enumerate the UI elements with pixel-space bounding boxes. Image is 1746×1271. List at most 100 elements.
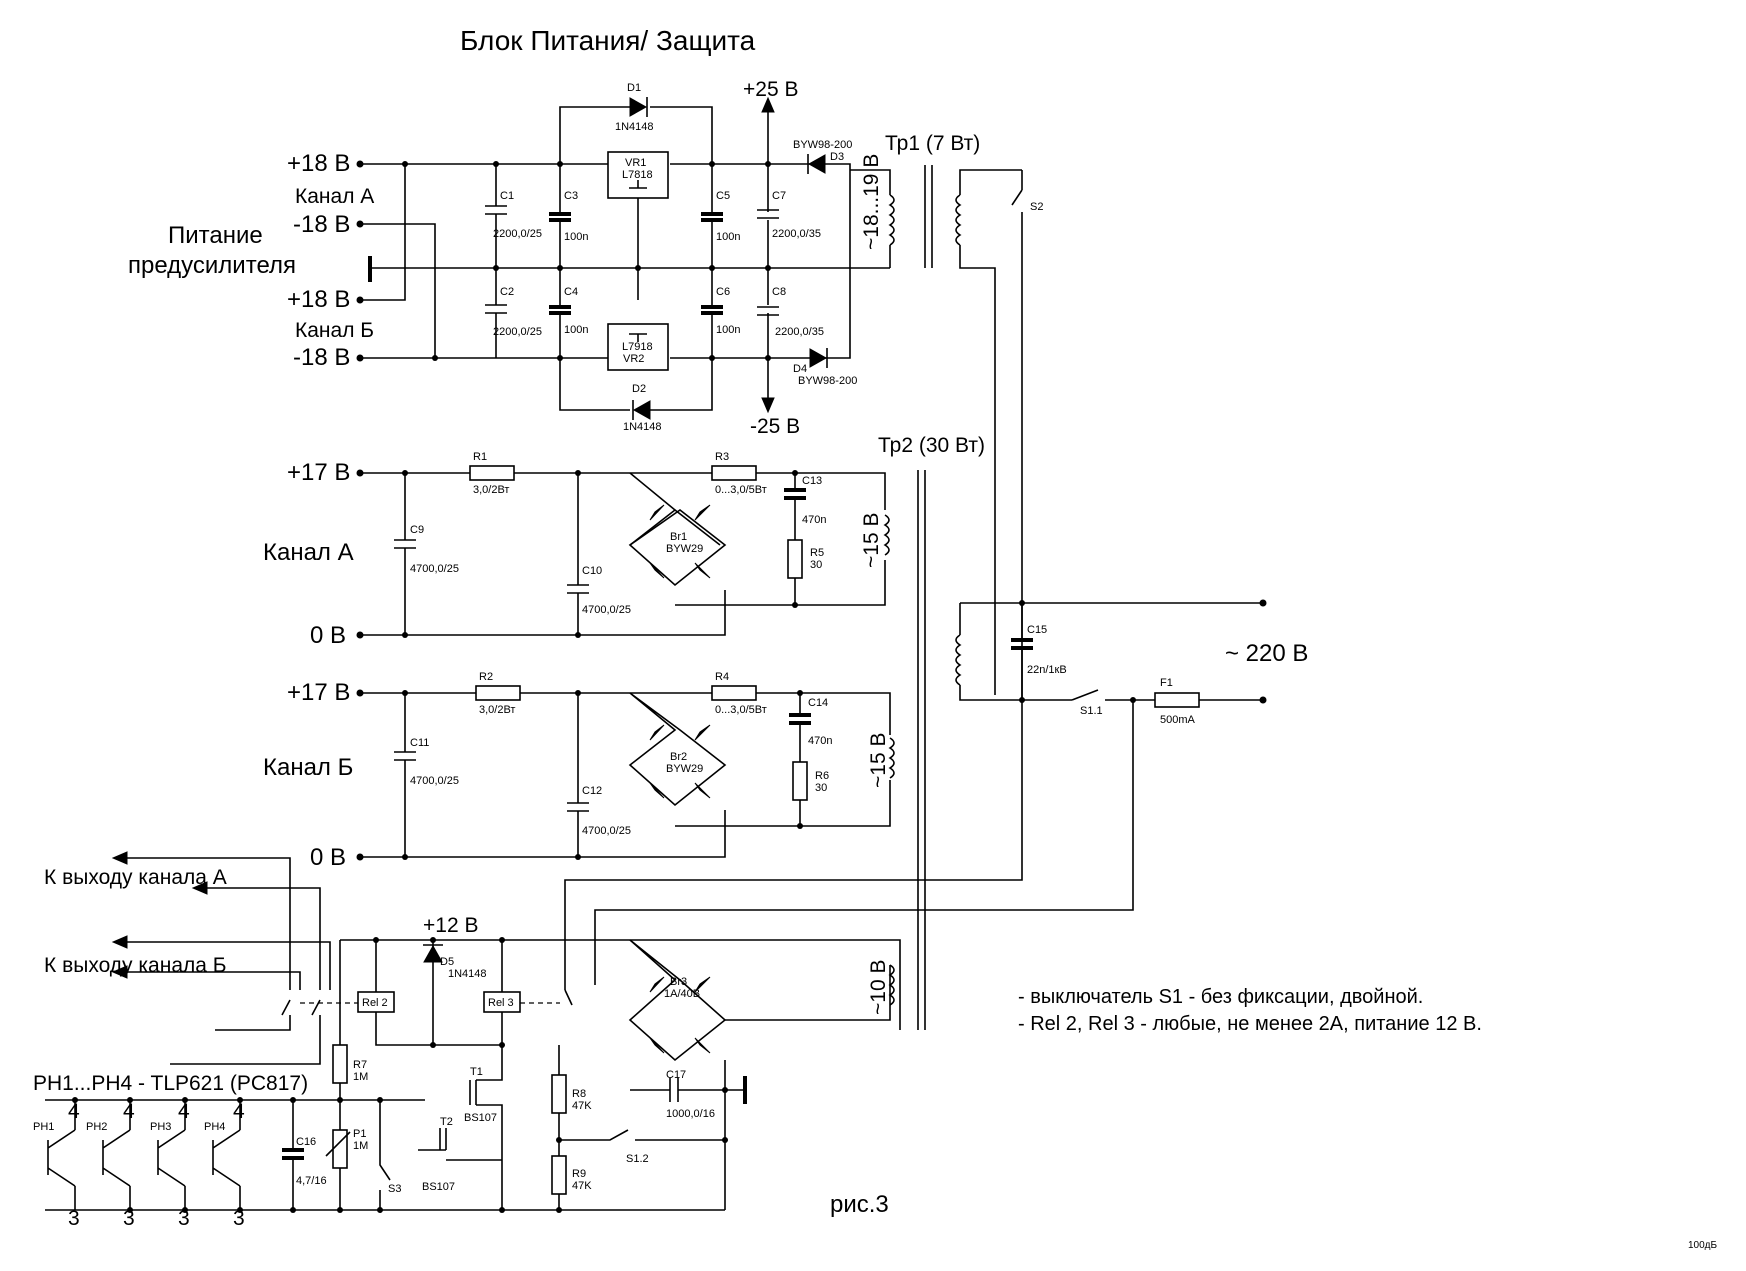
br3-diode-c xyxy=(649,1037,665,1054)
br1-diode-a xyxy=(649,504,665,521)
label-components-r1: R1 xyxy=(473,451,487,463)
label-ch-a-mid: Канал А xyxy=(263,539,354,566)
label-components-c3: C3 xyxy=(564,190,578,202)
label-components-vr1-v: L7818 xyxy=(622,169,653,181)
label-components-c4: C4 xyxy=(564,286,578,298)
c5-capacitor xyxy=(701,212,723,222)
label-components-ph2: PH2 xyxy=(86,1121,107,1133)
wire-r5-out xyxy=(675,560,886,606)
label-components-d5-v: 1N4148 xyxy=(448,968,487,980)
wire-out-b2 xyxy=(125,971,301,990)
label-components-rel2: Rel 2 xyxy=(362,997,388,1009)
ph1-opto xyxy=(47,1129,76,1187)
r7-resistor xyxy=(332,1044,348,1084)
s1-1-switch xyxy=(1071,689,1099,701)
r1-resistor xyxy=(469,465,515,481)
vr1-gnd-tab xyxy=(629,180,647,189)
br2-diode-d xyxy=(694,782,711,799)
label-components-r9-v: 47K xyxy=(572,1180,592,1192)
label-components-d4: D4 xyxy=(793,363,807,375)
br1-diode-b xyxy=(694,504,711,521)
label-components-ph1: PH1 xyxy=(33,1121,54,1133)
junction-dots xyxy=(72,161,1136,1213)
terminal-dots xyxy=(356,160,364,861)
wire-zero-b xyxy=(360,810,726,858)
label-components-s1-2: S1.2 xyxy=(626,1153,649,1165)
c11-capacitor xyxy=(394,751,416,761)
d2-diode xyxy=(632,400,651,420)
label-components-c6-v: 100n xyxy=(716,324,740,336)
label-ch-a-top: Канал А xyxy=(295,185,374,208)
diagram-title: Блок Питания/ Защита xyxy=(460,25,756,56)
label-components-c3-v: 100n xyxy=(564,231,588,243)
label-components-br3-v: 1A/40B xyxy=(664,988,700,1000)
br1-diode-c xyxy=(649,562,665,579)
br2-bridge xyxy=(628,692,727,807)
label-components-r5-v: 30 xyxy=(810,559,822,571)
p1-pot xyxy=(332,1129,348,1169)
wire-t1 xyxy=(476,1045,503,1210)
out-b2-arrow xyxy=(111,965,128,979)
p25-arrow xyxy=(761,96,775,113)
wire-d2-left xyxy=(559,358,630,411)
label-p17b: +17 В xyxy=(287,679,350,706)
label-components-t1: T1 xyxy=(470,1066,483,1078)
wire-tr1-pri-bot xyxy=(959,245,996,695)
rel2-contacts xyxy=(281,999,321,1016)
label-components-c12: C12 xyxy=(582,785,602,797)
d3-diode xyxy=(807,154,826,174)
c6-capacitor xyxy=(701,305,723,315)
c3-capacitor xyxy=(549,212,571,222)
label-components-vr2: VR2 xyxy=(623,353,644,365)
label-components-r9: R9 xyxy=(572,1168,586,1180)
wire-d1-left xyxy=(559,106,630,164)
br3-diode-a xyxy=(649,976,665,993)
label-v15a: ~15 В xyxy=(860,513,883,568)
label-p25: +25 В xyxy=(743,78,798,101)
c4-capacitor xyxy=(549,305,571,315)
label-components-s2: S2 xyxy=(1030,201,1043,213)
c12-capacitor xyxy=(567,802,589,812)
label-components-r7: R7 xyxy=(353,1059,367,1071)
label-components-br1: Br1 xyxy=(670,531,687,543)
wire-zero-a xyxy=(360,590,726,636)
label-components-c7-v: 2200,0/35 xyxy=(772,228,821,240)
br1-bridge xyxy=(629,472,677,546)
vr1-regulator xyxy=(607,151,669,199)
label-m18a: -18 В xyxy=(293,211,350,238)
wire-d2-right xyxy=(650,358,713,411)
wire-m18a-link xyxy=(360,223,436,358)
out-a-arrow xyxy=(111,851,128,865)
label-components-d1-v: 1N4148 xyxy=(615,121,654,133)
label-components-d4-v: BYW98-200 xyxy=(798,375,857,387)
label-components-d1: D1 xyxy=(627,82,641,94)
f1-fuse xyxy=(1154,692,1200,708)
label-components-c10-v: 4700,0/25 xyxy=(582,604,631,616)
label-components-c16: C16 xyxy=(296,1136,316,1148)
wire-tr2-pri-bot xyxy=(959,685,1072,701)
ph4-opto xyxy=(212,1129,241,1187)
label-components-c2: C2 xyxy=(500,286,514,298)
t2-fet xyxy=(439,1128,447,1150)
note-1: - выключатель S1 - без фиксации, двойной… xyxy=(1018,986,1423,1008)
wire-d3-d4-join xyxy=(825,163,851,359)
label-components-ph4: PH4 xyxy=(204,1121,225,1133)
wire-out-b xyxy=(125,941,331,990)
label-components-c6: C6 xyxy=(716,286,730,298)
tr2-sec-c-coil xyxy=(888,964,895,1006)
label-components-r6-v: 30 xyxy=(815,782,827,794)
label-v15b: ~15 В xyxy=(867,733,890,788)
label-components-c8-v: 2200,0/35 xyxy=(775,326,824,338)
label-components-c5-v: 100n xyxy=(716,231,740,243)
wire-br3-out xyxy=(725,965,891,1021)
note-2: - Rel 2, Rel 3 - любые, не менее 2А, пит… xyxy=(1018,1013,1482,1035)
label-mains: ~ 220 В xyxy=(1225,640,1308,667)
label-components-c11-v: 4700,0/25 xyxy=(410,775,459,787)
wire-out-a xyxy=(125,857,291,990)
tr2-core xyxy=(917,470,926,1030)
c10-capacitor xyxy=(567,584,589,594)
label-tr2: Тр2 (30 Вт) xyxy=(878,434,985,457)
label-components-f1: F1 xyxy=(1160,677,1173,689)
c2-capacitor xyxy=(485,304,507,314)
